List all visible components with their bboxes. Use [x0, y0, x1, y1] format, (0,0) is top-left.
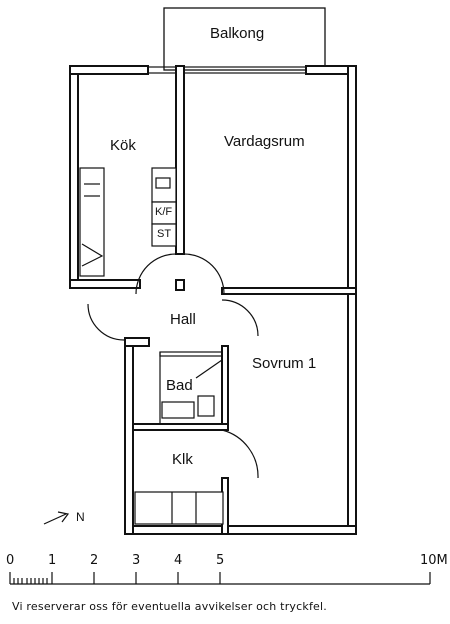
scale-tick-0: 0: [6, 553, 15, 568]
room-label-closet: Klk: [172, 451, 193, 468]
scale-tick-3: 3: [132, 553, 141, 568]
room-label-kitchen: Kök: [110, 137, 136, 154]
room-label-hall: Hall: [170, 311, 196, 328]
bath-fixtures: [161, 395, 215, 419]
room-label-living-room: Vardagsrum: [224, 133, 305, 150]
stove-label: ST: [157, 228, 172, 240]
balcony-outline: [163, 7, 326, 71]
scale-tick-1: 1: [48, 553, 57, 568]
kitchen-fixtures: [79, 167, 177, 277]
north-arrow: [43, 511, 70, 525]
closet-shelves: [134, 491, 224, 525]
scale-tick-5: 5: [216, 553, 225, 568]
scale-tick-2: 2: [90, 553, 99, 568]
room-label-balcony: Balkong: [210, 25, 265, 42]
outer-walls: [69, 65, 357, 535]
scale-bar: [9, 572, 431, 585]
north-label: N: [76, 510, 85, 524]
scale-tick-4: 4: [174, 553, 183, 568]
room-label-bedroom: Sovrum 1: [252, 355, 317, 372]
scale-end-label: 10M: [420, 553, 448, 568]
fridge-freezer-label: K/F: [155, 206, 173, 218]
disclaimer-text: Vi reserverar oss för eventuella avvikel…: [12, 600, 327, 613]
room-label-bathroom: Bad: [166, 377, 193, 394]
door-swings: [87, 253, 259, 479]
